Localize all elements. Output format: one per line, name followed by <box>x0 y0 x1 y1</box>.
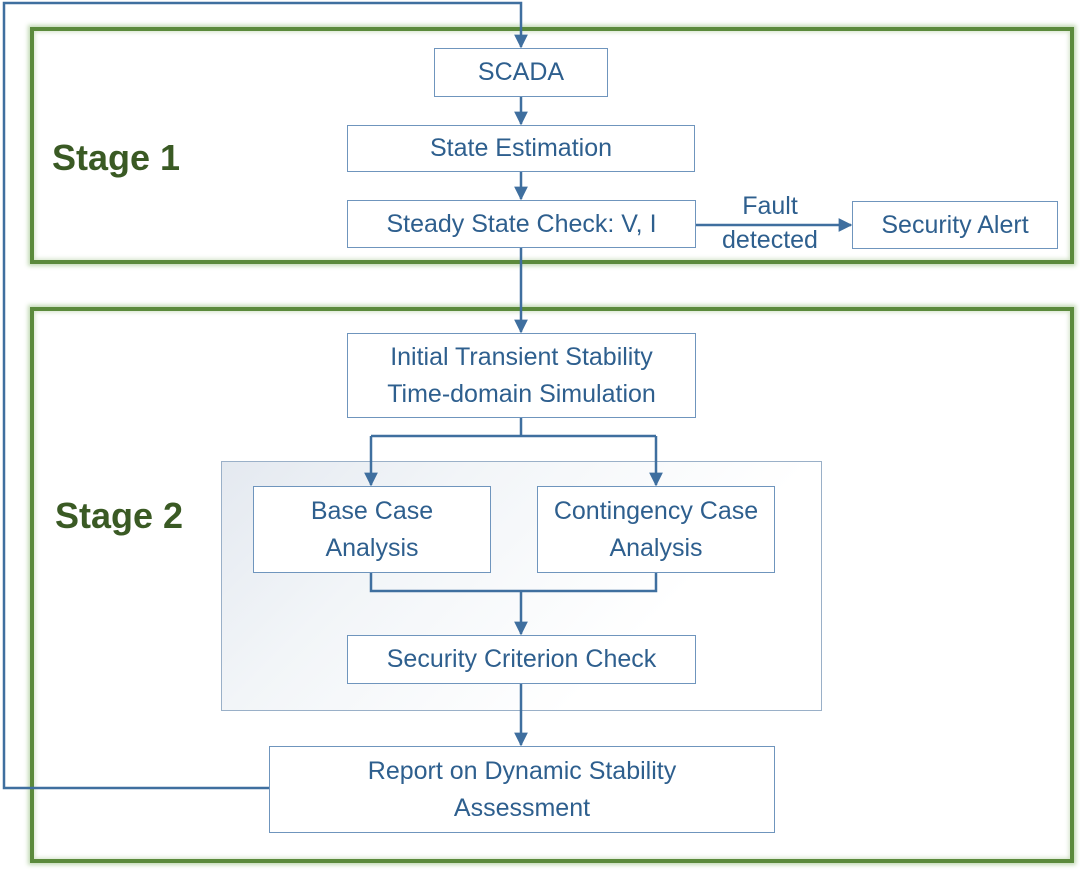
stage-1-label: Stage 1 <box>52 137 181 178</box>
initial-transient-node: Initial Transient Stability Time-domain … <box>347 333 696 418</box>
report-node: Report on Dynamic Stability Assessment <box>269 746 775 833</box>
state-estimation-node: State Estimation <box>347 125 695 172</box>
security-alert-node: Security Alert <box>852 201 1058 249</box>
merge-connector <box>369 573 658 593</box>
security-criterion-node: Security Criterion Check <box>347 635 696 684</box>
feedback-loop-connector <box>2 1 528 790</box>
base-case-node: Base Case Analysis <box>253 486 491 573</box>
contingency-case-node: Contingency Case Analysis <box>537 486 775 573</box>
stage-2-label: Stage 2 <box>55 495 184 536</box>
steady-state-check-node: Steady State Check: V, I <box>347 200 696 248</box>
stage-1-frame <box>30 27 1074 264</box>
scada-node: SCADA <box>434 48 608 97</box>
fault-detected-label: Fault detected <box>722 192 818 254</box>
stage-2-frame <box>30 307 1074 863</box>
